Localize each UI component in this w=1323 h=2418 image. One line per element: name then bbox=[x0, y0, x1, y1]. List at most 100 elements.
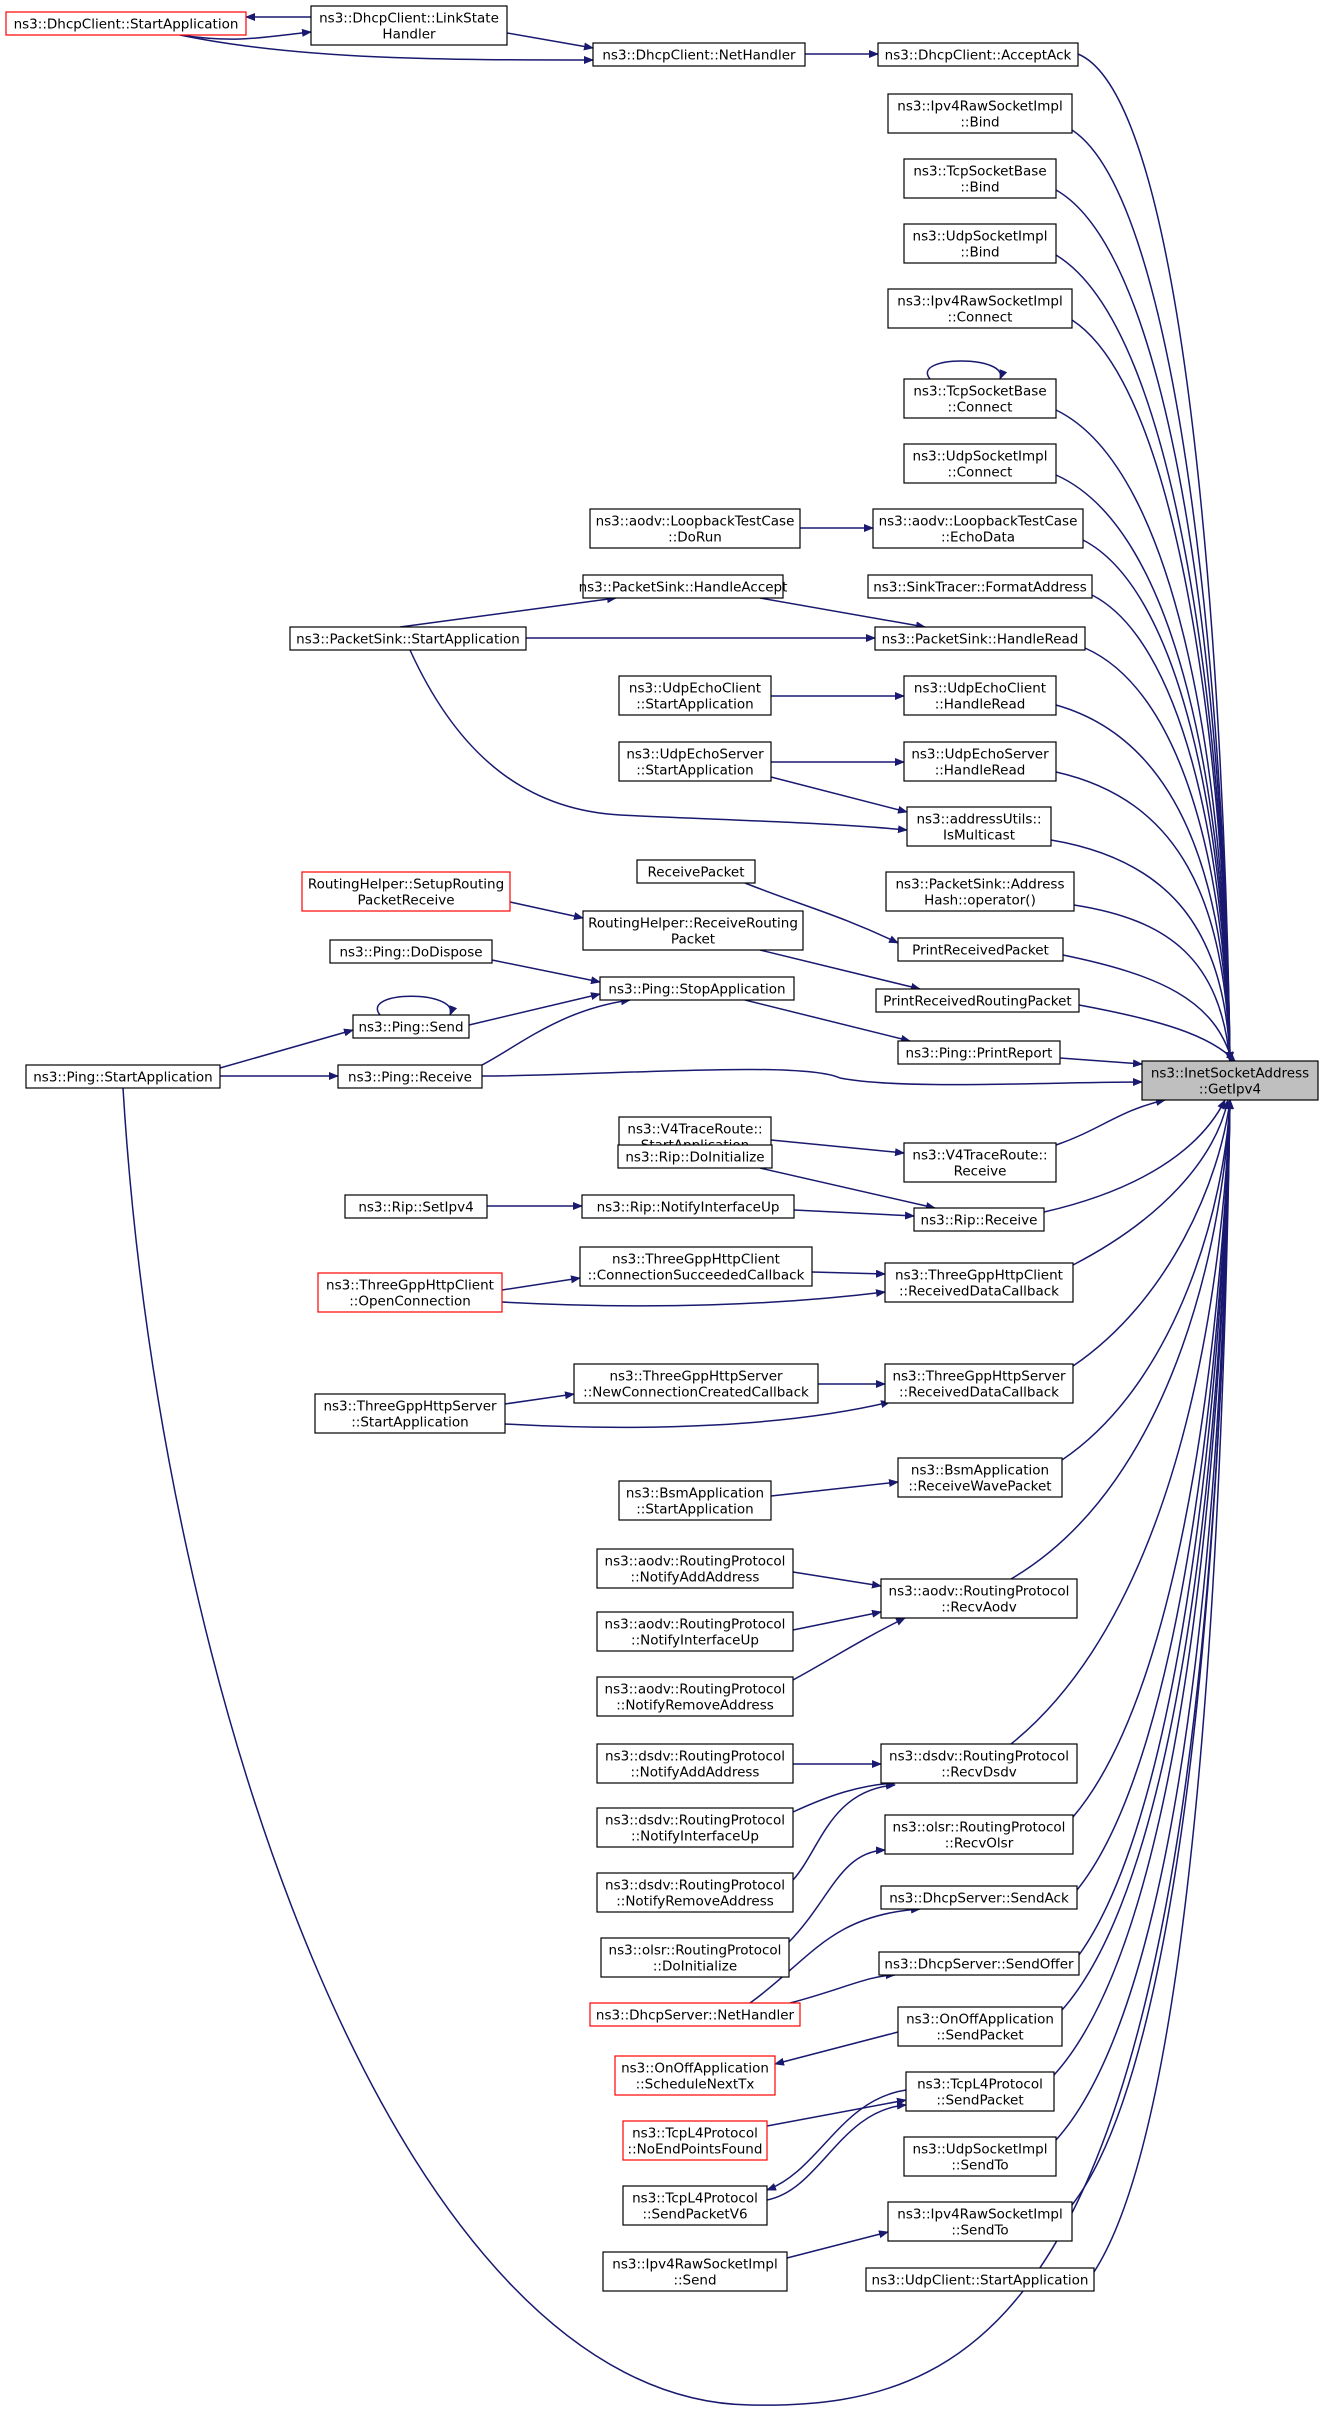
node-aodv-notifyup[interactable]: ns3::aodv::RoutingProtocol::NotifyInterf… bbox=[596, 1611, 794, 1652]
node-dhcp-startapp[interactable]: ns3::DhcpClient::StartApplication bbox=[5, 11, 247, 36]
node-box bbox=[600, 1937, 790, 1978]
node-label-line: ns3::DhcpServer::SendOffer bbox=[884, 1957, 1074, 1973]
node-dsdv-notifyadd[interactable]: ns3::dsdv::RoutingProtocol::NotifyAddAdd… bbox=[596, 1743, 794, 1784]
node-aodv-notifyrem[interactable]: ns3::aodv::RoutingProtocol::NotifyRemove… bbox=[596, 1676, 794, 1717]
node-ping-dispose[interactable]: ns3::Ping::DoDispose bbox=[329, 939, 493, 964]
node-tgs-newconn[interactable]: ns3::ThreeGppHttpServer::NewConnectionCr… bbox=[573, 1363, 819, 1404]
node-aodv-notifyadd[interactable]: ns3::aodv::RoutingProtocol::NotifyAddAdd… bbox=[596, 1548, 794, 1589]
node-label-line: ::ReceivedDataCallback bbox=[899, 1385, 1059, 1401]
node-dsdv-recv[interactable]: ns3::dsdv::RoutingProtocol::RecvDsdv bbox=[880, 1743, 1078, 1784]
edge-rh_setup-to-rh_receive bbox=[509, 901, 584, 920]
node-box bbox=[617, 1144, 773, 1169]
edge-dsdv_notifyrem-to-dsdv_recv bbox=[792, 1781, 896, 1881]
node-dhcp-acceptack[interactable]: ns3::DhcpClient::AcceptAck bbox=[877, 42, 1079, 67]
node-udpechos-read[interactable]: ns3::UdpEchoServer::HandleRead bbox=[903, 741, 1057, 782]
node-udpimpl-sendto[interactable]: ns3::UdpSocketImpl::SendTo bbox=[903, 2136, 1057, 2177]
node-ping-stop[interactable]: ns3::Ping::StopApplication bbox=[599, 976, 795, 1001]
node-v4tr-receive[interactable]: ns3::V4TraceRoute::Receive bbox=[903, 1142, 1057, 1183]
node-box bbox=[887, 2201, 1073, 2242]
node-printrouting[interactable]: PrintReceivedRoutingPacket bbox=[875, 988, 1080, 1013]
node-label-line: ns3::ThreeGppHttpServer bbox=[892, 1369, 1066, 1385]
node-rip-setipv4[interactable]: ns3::Rip::SetIpv4 bbox=[344, 1194, 488, 1219]
node-dsdv-notifyup[interactable]: ns3::dsdv::RoutingProtocol::NotifyInterf… bbox=[596, 1807, 794, 1848]
node-label-line: ns3::Ipv4RawSocketImpl bbox=[897, 294, 1062, 310]
node-tcpl4-send[interactable]: ns3::TcpL4Protocol::SendPacket bbox=[905, 2071, 1055, 2112]
node-ping-start[interactable]: ns3::Ping::StartApplication bbox=[25, 1064, 221, 1089]
node-rip-notify[interactable]: ns3::Rip::NotifyInterfaceUp bbox=[581, 1194, 795, 1219]
node-sinktracer[interactable]: ns3::SinkTracer::FormatAddress bbox=[867, 574, 1093, 599]
node-onoff-sched[interactable]: ns3::OnOffApplication::ScheduleNextTx bbox=[614, 2055, 776, 2096]
node-rip-receive[interactable]: ns3::Rip::Receive bbox=[913, 1207, 1045, 1232]
node-udpimpl-bind[interactable]: ns3::UdpSocketImpl::Bind bbox=[903, 223, 1057, 264]
node-label-line: ns3::UdpSocketImpl bbox=[913, 2142, 1048, 2158]
node-olsr-init[interactable]: ns3::olsr::RoutingProtocol::DoInitialize bbox=[600, 1937, 790, 1978]
node-label-line: ns3::Ping::StartApplication bbox=[33, 1070, 213, 1086]
node-printreceived[interactable]: PrintReceivedPacket bbox=[897, 937, 1064, 962]
node-tcpbase-connect[interactable]: ns3::TcpSocketBase::Connect bbox=[903, 378, 1057, 419]
node-dhcps-net[interactable]: ns3::DhcpServer::NetHandler bbox=[589, 2002, 801, 2027]
node-pktsink-start[interactable]: ns3::PacketSink::StartApplication bbox=[289, 626, 527, 651]
node-tcpl4-sendv6[interactable]: ns3::TcpL4Protocol::SendPacketV6 bbox=[622, 2185, 768, 2226]
node-bsm-recv[interactable]: ns3::BsmApplication::ReceiveWavePacket bbox=[897, 1457, 1063, 1498]
node-tgs-recv[interactable]: ns3::ThreeGppHttpServer::ReceivedDataCal… bbox=[884, 1363, 1074, 1404]
node-box bbox=[880, 1578, 1078, 1619]
node-ping-receive[interactable]: ns3::Ping::Receive bbox=[337, 1064, 483, 1089]
node-box bbox=[301, 871, 511, 912]
node-label-line: ::DoInitialize bbox=[653, 1959, 737, 1975]
node-onoff-send[interactable]: ns3::OnOffApplication::SendPacket bbox=[897, 2006, 1063, 2047]
node-dsdv-notifyrem[interactable]: ns3::dsdv::RoutingProtocol::NotifyRemove… bbox=[596, 1872, 794, 1913]
node-olsr-recv[interactable]: ns3::olsr::RoutingProtocol::RecvOlsr bbox=[884, 1814, 1074, 1855]
node-label-line: ::NotifyRemoveAddress bbox=[616, 1894, 774, 1910]
node-ipv4raw-sendto[interactable]: ns3::Ipv4RawSocketImpl::SendTo bbox=[887, 2201, 1073, 2242]
node-tgc-open[interactable]: ns3::ThreeGppHttpClient::OpenConnection bbox=[317, 1272, 503, 1313]
node-udpechos-start[interactable]: ns3::UdpEchoServer::StartApplication bbox=[618, 741, 772, 782]
node-aodv-echodata[interactable]: ns3::aodv::LoopbackTestCase::EchoData bbox=[872, 508, 1084, 549]
node-tgc-recv[interactable]: ns3::ThreeGppHttpClient::ReceivedDataCal… bbox=[884, 1262, 1074, 1303]
node-dhcps-ack[interactable]: ns3::DhcpServer::SendAck bbox=[880, 1885, 1078, 1910]
edge-v4tr_start-to-v4tr_receive bbox=[770, 1139, 905, 1157]
node-label-line: ns3::ThreeGppHttpServer bbox=[323, 1399, 497, 1415]
node-ping-report[interactable]: ns3::Ping::PrintReport bbox=[897, 1040, 1061, 1065]
node-aodv-recv[interactable]: ns3::aodv::RoutingProtocol::RecvAodv bbox=[880, 1578, 1078, 1619]
node-ipv4raw-bind[interactable]: ns3::Ipv4RawSocketImpl::Bind bbox=[887, 93, 1073, 134]
node-label-line: ::NoEndPointsFound bbox=[628, 2142, 763, 2158]
node-ping-send[interactable]: ns3::Ping::Send bbox=[352, 1014, 470, 1039]
node-udpechoc-start[interactable]: ns3::UdpEchoClient::StartApplication bbox=[618, 675, 772, 716]
node-tcpbase-bind[interactable]: ns3::TcpSocketBase::Bind bbox=[903, 158, 1057, 199]
node-addrutils[interactable]: ns3::addressUtils::IsMulticast bbox=[906, 806, 1052, 847]
node-dhcps-offer[interactable]: ns3::DhcpServer::SendOffer bbox=[878, 1951, 1080, 1976]
node-target[interactable]: ns3::InetSocketAddress::GetIpv4 bbox=[1141, 1060, 1319, 1101]
node-rip-init[interactable]: ns3::Rip::DoInitialize bbox=[617, 1144, 773, 1169]
node-box bbox=[289, 626, 527, 651]
node-bsm-start[interactable]: ns3::BsmApplication::StartApplication bbox=[618, 1480, 772, 1521]
node-label-line: ns3::PacketSink::Address bbox=[896, 877, 1065, 893]
node-box bbox=[596, 1743, 794, 1784]
edge-aodv_recv-to-target bbox=[1010, 1099, 1234, 1580]
edge-printrouting-to-target bbox=[1078, 1004, 1236, 1062]
node-ipv4raw-send[interactable]: ns3::Ipv4RawSocketImpl::Send bbox=[602, 2251, 788, 2292]
node-receivepacket[interactable]: ReceivePacket bbox=[636, 859, 756, 884]
node-pktsink-read[interactable]: ns3::PacketSink::HandleRead bbox=[874, 626, 1086, 651]
node-pktsink-accept[interactable]: ns3::PacketSink::HandleAccept bbox=[579, 574, 788, 599]
node-tgs-start[interactable]: ns3::ThreeGppHttpServer::StartApplicatio… bbox=[314, 1393, 506, 1434]
node-ipv4raw-connect[interactable]: ns3::Ipv4RawSocketImpl::Connect bbox=[887, 288, 1073, 329]
edge-ping_dispose-to-ping_stop bbox=[491, 959, 601, 985]
edge-udpimpl_connect-to-target bbox=[1055, 474, 1234, 1062]
node-tgc-conn[interactable]: ns3::ThreeGppHttpClient::ConnectionSucce… bbox=[579, 1246, 813, 1287]
edge-udpechos_start-to-addrutils bbox=[770, 776, 908, 814]
node-udpechoc-read[interactable]: ns3::UdpEchoClient::HandleRead bbox=[903, 675, 1057, 716]
node-udpimpl-connect[interactable]: ns3::UdpSocketImpl::Connect bbox=[903, 443, 1057, 484]
node-label-line: ::NotifyRemoveAddress bbox=[616, 1698, 774, 1714]
node-aodv-dorun[interactable]: ns3::aodv::LoopbackTestCase::DoRun bbox=[589, 508, 801, 549]
node-label-line: PrintReceivedRoutingPacket bbox=[883, 994, 1071, 1010]
node-dhcp-nethandler[interactable]: ns3::DhcpClient::NetHandler bbox=[592, 42, 806, 67]
node-box bbox=[903, 443, 1057, 484]
edge-dhcp_startapp-to-dhcp_nethandler bbox=[179, 34, 594, 64]
node-udpclient-start[interactable]: ns3::UdpClient::StartApplication bbox=[865, 2267, 1095, 2292]
node-tcpl4-noend[interactable]: ns3::TcpL4Protocol::NoEndPointsFound bbox=[622, 2120, 768, 2161]
node-label-line: ns3::addressUtils:: bbox=[916, 812, 1041, 828]
